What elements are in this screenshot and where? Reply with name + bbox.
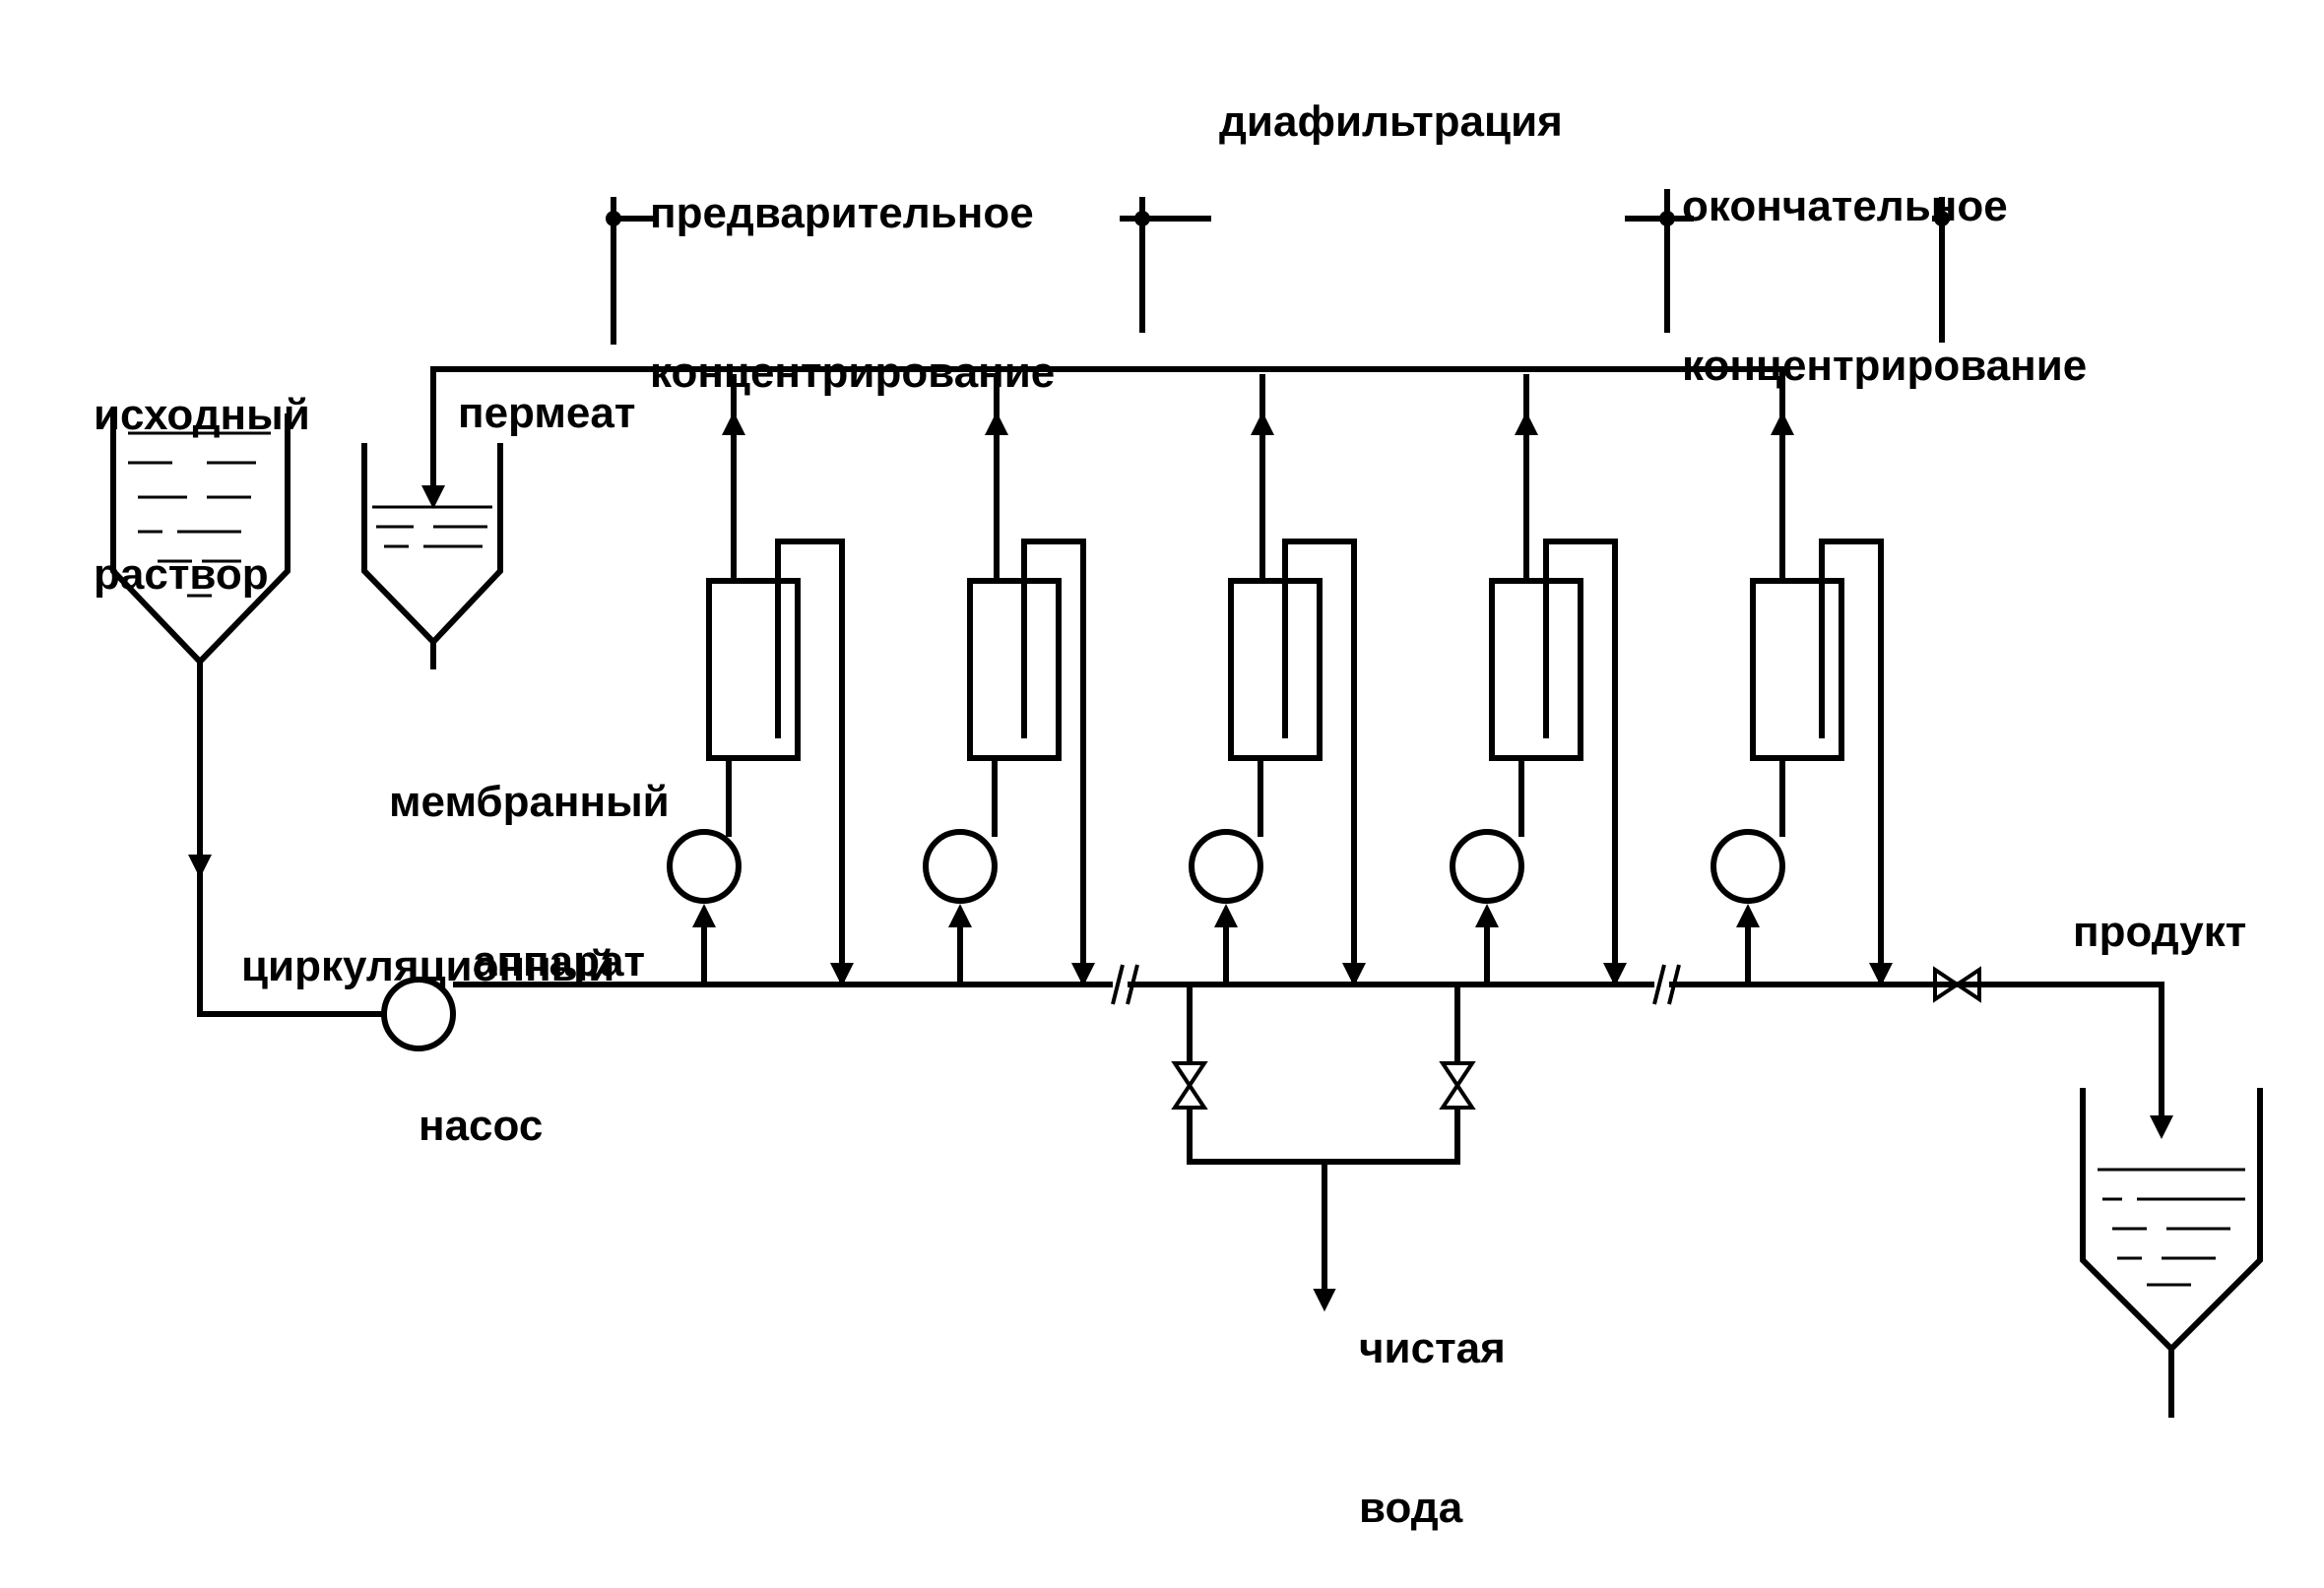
feed-tank: [110, 413, 290, 965]
membrane-stage-3: [1189, 374, 1366, 986]
product-label: продукт: [2073, 908, 2247, 956]
membrane-stage-2: [923, 374, 1095, 986]
feed-pump-icon: [381, 977, 456, 1051]
product-tank: [2080, 1088, 2263, 1418]
membrane-stage-4: [1450, 374, 1627, 986]
stage-diafiltration-label: диафильтрация: [1219, 97, 1563, 146]
permeate-tank: [361, 443, 503, 669]
circulation-pump-icon: [667, 829, 742, 904]
membrane-process-diagram: [110, 189, 2263, 1418]
membrane-stage-5: [1711, 374, 1893, 986]
membrane-stage-1: [667, 374, 854, 986]
permeate-label: пермеат: [458, 389, 636, 437]
feed-solution-label: исходный раствор: [94, 391, 310, 599]
circulation-pump-label: циркуляционный насос: [241, 942, 615, 1150]
membrane-unit-label: мембранный аппарат: [389, 778, 670, 985]
stage-final-concentration-label: окончательное концентрирование: [1682, 182, 2088, 390]
stage-pre-concentration-label: предварительное концентрирование: [650, 189, 1056, 397]
clean-water-label: чистая вода: [1359, 1324, 1506, 1532]
